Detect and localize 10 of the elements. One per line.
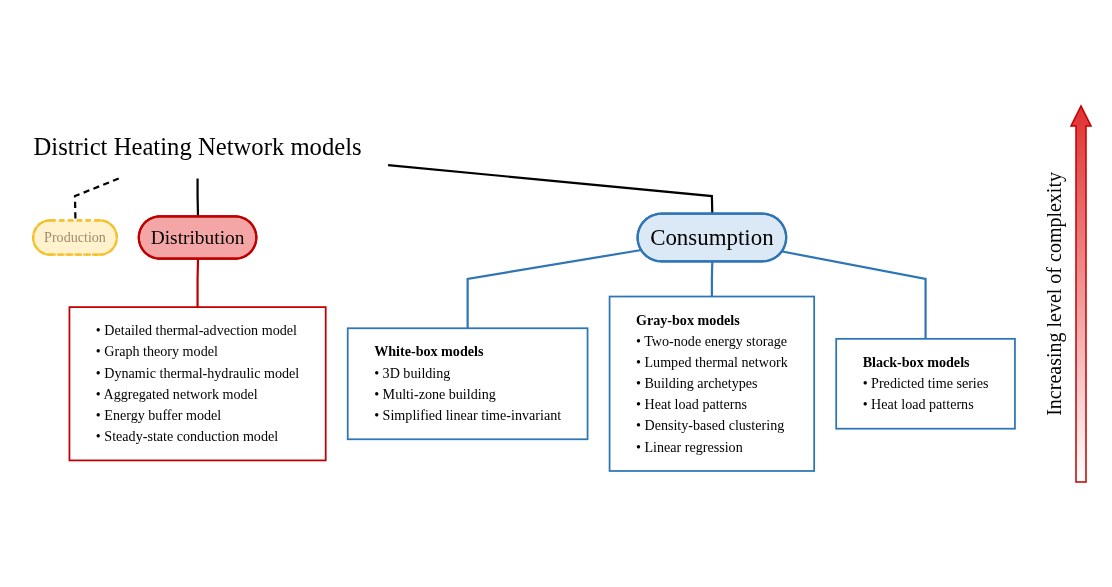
connector bbox=[196, 259, 200, 308]
node-text: District Heating Network models bbox=[33, 133, 362, 161]
node-box: Black-box models • Predicted time series • Heat load patterns bbox=[835, 338, 1016, 431]
axis-label: Increasing level of complexity bbox=[1042, 171, 1066, 416]
node-box: Gray-box models • Two-node energy storage • Lumped thermal network • Building archetypes • Heat load patterns • Density-based clustering • Linear regression bbox=[608, 296, 816, 473]
node-box: White-box models • 3D building • Multi-zone building • Simplified linear time-invariant bbox=[346, 327, 589, 441]
connector bbox=[710, 262, 714, 297]
connector bbox=[782, 250, 927, 340]
connector bbox=[387, 164, 714, 215]
node-box: • Detailed thermal-advection model • Graph theory model • Dynamic thermal-hydraulic model • Aggregated network model • Energy buffer model • Steady-state conduction model bbox=[68, 306, 327, 462]
